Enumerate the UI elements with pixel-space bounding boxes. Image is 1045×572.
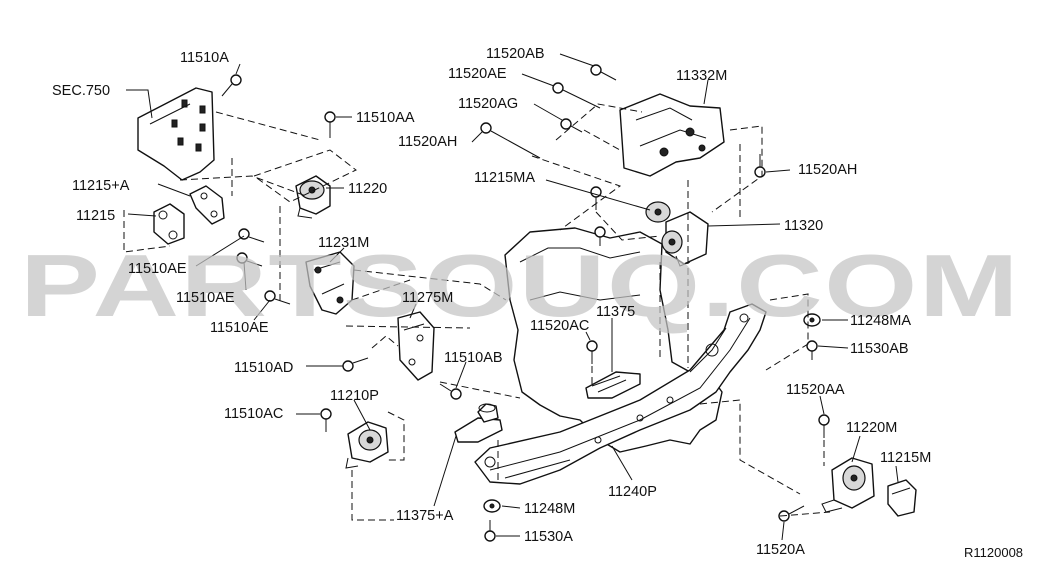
callout-11520AE: 11520AE [448,66,507,82]
callout-11215A: 11215+A [72,178,130,194]
callout-11520AA: 11520AA [786,382,845,398]
frame-bracket-sec750 [137,87,215,181]
callout-sec750: SEC.750 [52,83,110,99]
mount-bracket-11375 [585,371,641,399]
spacer-11215A [189,185,225,225]
callout-11248MA: 11248MA [850,313,911,329]
callout-11510AD: 11510AD [234,360,293,376]
callout-11520A: 11520A [756,542,805,558]
callout-11510A: 11510A [180,50,229,66]
watermark: PARTSOUQ.COM [20,236,1020,335]
mount-bracket-11332M [619,93,725,177]
callout-11220M: 11220M [846,420,897,436]
mount-bracket-11215M [887,479,917,517]
mount-bracket-11231M [305,251,355,315]
callout-11248M: 11248M [524,501,575,517]
callout-11530AB: 11530AB [850,341,909,357]
callout-11215MA: 11215MA [474,170,535,186]
callout-11520AH-2: 11520AH [798,162,857,178]
engine-mount-insulator-11210P [345,421,389,469]
callout-11510AC: 11510AC [224,406,283,422]
callout-11520AG: 11520AG [458,96,518,112]
suspension-member-11240P [474,303,767,485]
part-callouts: 11510A SEC.750 11510AA 11215+A 11220 112… [52,46,931,558]
callout-11215M: 11215M [880,450,931,466]
callout-11375A: 11375+A [396,508,454,524]
callout-11510AA: 11510AA [356,110,415,126]
callout-11520AB: 11520AB [486,46,545,62]
callout-11231M: 11231M [318,235,369,251]
callout-11240P: 11240P [608,484,657,500]
callout-11530A: 11530A [524,529,573,545]
reference-code: R1120008 [964,545,1023,560]
callout-11275M: 11275M [402,290,453,306]
engine-mount-insulator-11320 [661,211,709,267]
callout-11520AH-1: 11520AH [398,134,457,150]
callout-11510AE-2: 11510AE [176,290,235,306]
alignment-dashed-lines [123,103,831,521]
spacer-11215 [153,203,185,245]
callout-11510AB: 11510AB [444,350,503,366]
leader-lines [126,53,899,541]
mount-bracket-11375A [454,403,503,443]
mount-bracket-11275M [397,311,435,381]
fasteners [221,64,830,542]
callout-11375: 11375 [596,304,635,320]
callout-11332M: 11332M [676,68,727,84]
callout-11210P: 11210P [330,388,379,404]
callout-11320: 11320 [784,218,823,234]
callout-11520AC: 11520AC [530,318,589,334]
engine-mount-insulator-11220M [821,457,875,513]
callout-11510AE-3: 11510AE [210,320,269,336]
callout-11510AE-1: 11510AE [128,261,187,277]
washer-11215MA [645,201,671,223]
callout-11215: 11215 [76,208,115,224]
engine-mount-insulator-11220 [295,175,331,219]
callout-11220: 11220 [348,181,387,197]
